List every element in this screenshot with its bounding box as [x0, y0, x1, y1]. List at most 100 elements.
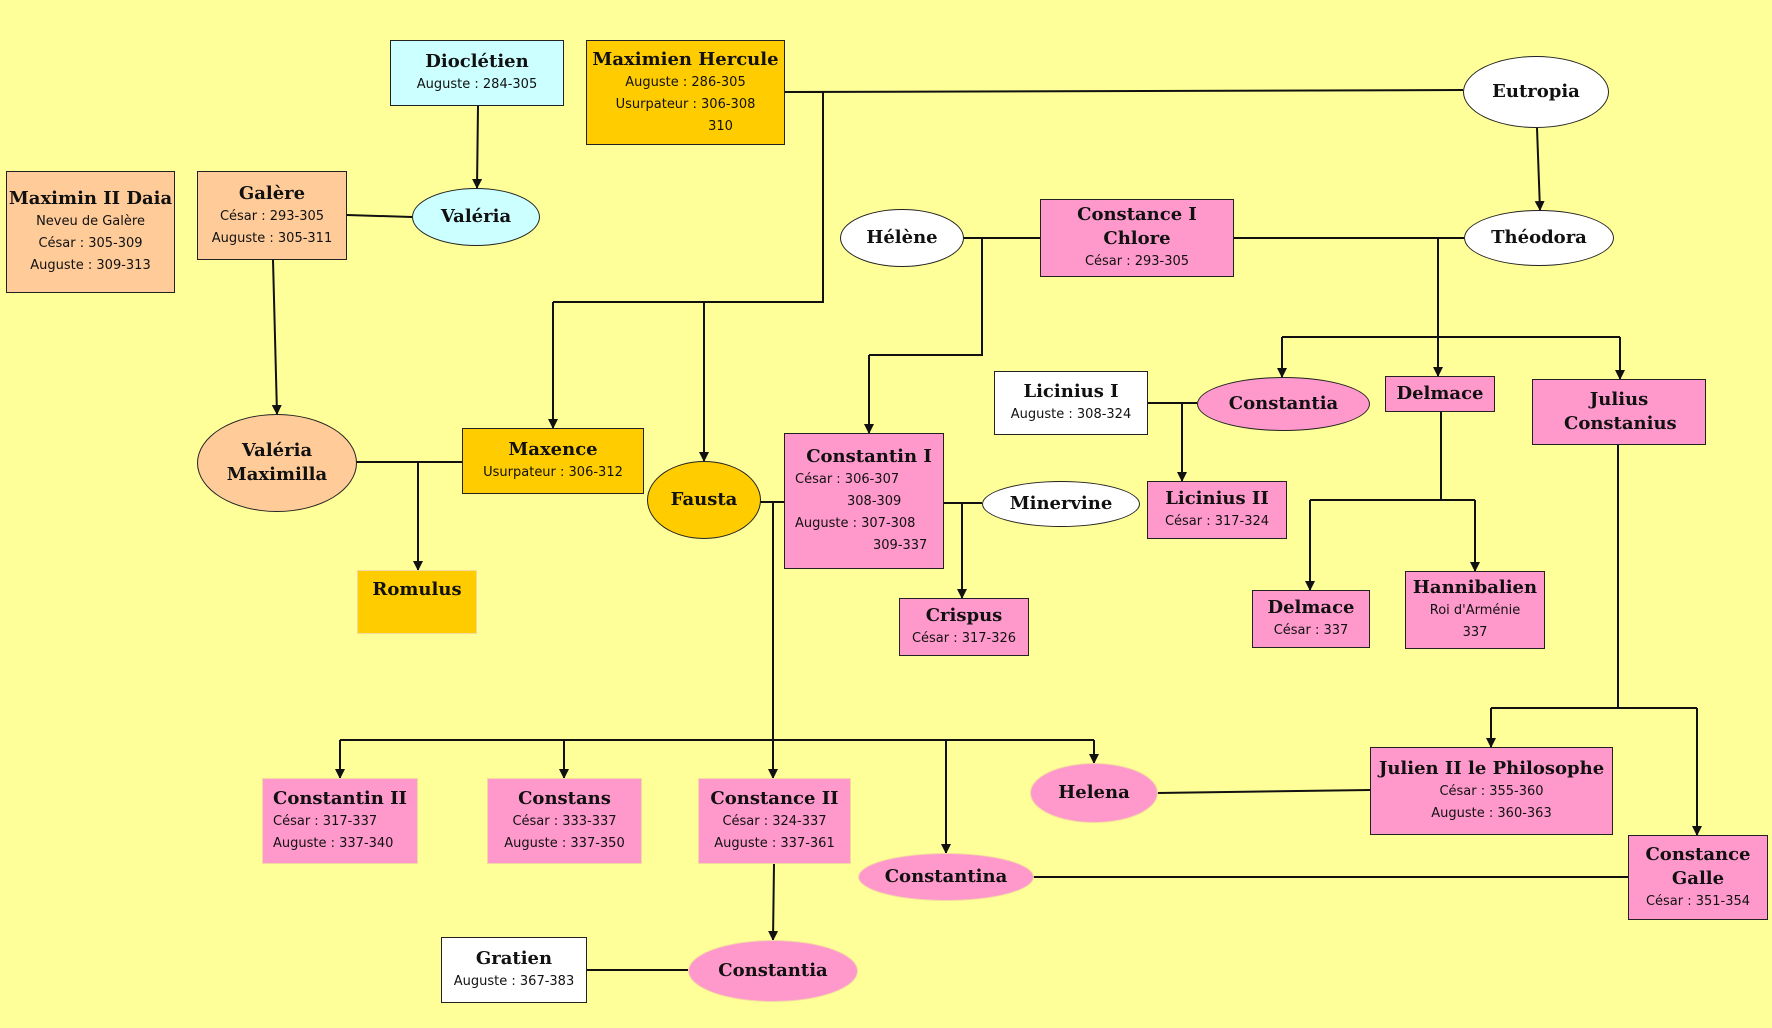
node-name: Minervine [1009, 493, 1113, 514]
node-constance-ii: Constance II César : 324-337 Auguste : 3… [698, 778, 851, 864]
node-line: Auguste : 307-308 [795, 516, 916, 531]
node-name: Eutropia [1492, 81, 1580, 102]
node-name: Constance II [710, 788, 839, 809]
node-name: Valéria Maximilla [226, 440, 328, 485]
node-name: Maximin II Daia [8, 188, 173, 209]
node-helena: Helena [1030, 763, 1158, 823]
node-line: Roi d'Arménie [1429, 603, 1521, 618]
node-galere: Galère César : 293-305 Auguste : 305-311 [197, 171, 347, 260]
node-delmace: Delmace [1385, 376, 1495, 412]
node-line: Neveu de Galère [36, 214, 145, 229]
node-hannibalien: Hannibalien Roi d'Arménie 337 [1405, 571, 1545, 649]
node-name: Julien II le Philosophe [1378, 758, 1605, 779]
node-name: Constantia [718, 960, 828, 981]
node-name: Constantin I [806, 446, 932, 467]
node-line: Auguste : 337-361 [714, 836, 835, 851]
node-line: César : 333-337 [512, 814, 617, 829]
node-name: Romulus [372, 579, 462, 600]
node-name: Constance Galle [1645, 843, 1751, 889]
node-line: Auguste : 309-313 [30, 258, 151, 273]
node-name: Hélène [866, 227, 938, 248]
node-name: Julius Constanius [1564, 389, 1677, 434]
node-constantia: Constantia [1197, 377, 1370, 431]
node-name: Théodora [1491, 227, 1587, 248]
node-theodora: Théodora [1464, 210, 1614, 266]
node-line: César : 351-354 [1645, 893, 1751, 909]
node-line: César : 324-337 [722, 814, 827, 829]
node-constantina: Constantina [858, 853, 1034, 901]
node-diocletien: Dioclétien Auguste : 284-305 [390, 40, 564, 106]
descent-constance2-constantia2 [768, 863, 779, 941]
node-maxence: Maxence Usurpateur : 306-312 [462, 428, 644, 494]
node-line: Auguste : 337-340 [273, 836, 394, 851]
node-name: Maxence [508, 439, 598, 460]
node-line: Auguste : 305-311 [211, 230, 333, 246]
node-constantia-daughter: Constantia [688, 940, 858, 1002]
node-name: Constantin II [273, 788, 407, 809]
node-line: César : 337 [1273, 623, 1349, 638]
node-julius-constanius: Julius Constanius [1532, 379, 1706, 445]
node-name: Galère [238, 182, 306, 204]
node-valeria: Valéria [412, 188, 540, 246]
node-line: 308-309 [847, 494, 902, 509]
node-name: Crispus [925, 605, 1003, 626]
node-name: Licinius I [1023, 381, 1119, 402]
node-name: Fausta [670, 489, 738, 510]
node-helene: Hélène [840, 209, 964, 267]
node-eutropia: Eutropia [1463, 56, 1609, 128]
node-licinius-ii: Licinius II César : 317-324 [1147, 481, 1287, 539]
node-constantin-ii: Constantin II César : 317-337 Auguste : … [262, 778, 418, 864]
node-line: Auguste : 360-363 [1431, 806, 1552, 821]
node-name: Constans [518, 788, 611, 809]
descent-line-julius-trunk [1491, 445, 1697, 709]
node-line: 309-337 [873, 538, 928, 553]
node-line: César : 293-305 [219, 208, 325, 224]
node-constance-galle: Constance Galle César : 351-354 [1628, 835, 1768, 920]
marriage-helena-julien [1156, 789, 1371, 794]
node-delmace-cesar: Delmace César : 337 [1252, 590, 1370, 648]
marriage-galere-valeria [346, 214, 413, 218]
node-romulus: Romulus [357, 570, 477, 634]
node-name: Delmace [1267, 597, 1355, 618]
node-constance-i-chlore: Constance I Chlore César : 293-305 [1040, 199, 1234, 277]
node-line: Auguste : 308-324 [1010, 407, 1132, 422]
node-line: Auguste : 367-383 [453, 974, 575, 989]
node-line: César : 317-324 [1164, 514, 1270, 529]
node-line: César : 317-326 [911, 631, 1017, 646]
node-name: Delmace [1396, 383, 1484, 404]
node-name: Valéria [440, 206, 512, 227]
descent-diocletien-valeria [472, 105, 483, 189]
node-line: Auguste : 337-350 [504, 836, 625, 851]
node-line: César : 293-305 [1084, 254, 1190, 269]
node-name: Dioclétien [425, 51, 529, 72]
descent-line-delmace-children-bar [1310, 412, 1475, 501]
node-name: Constantia [1228, 393, 1339, 414]
node-line: Usurpateur : 306-308 [615, 96, 756, 112]
node-constans: Constans César : 333-337 Auguste : 337-3… [487, 778, 642, 864]
marriage-maximien-eutropia [784, 89, 1464, 93]
descent-galere-valeriamax [271, 259, 282, 415]
node-name: Constantina [884, 866, 1008, 887]
node-gratien: Gratien Auguste : 367-383 [441, 937, 587, 1003]
node-valeria-maximilla: Valéria Maximilla [197, 414, 357, 512]
node-line: Auguste : 284-305 [416, 77, 538, 92]
node-line: César : 305-309 [38, 236, 143, 251]
node-maximien-hercule: Maximien Hercule Auguste : 286-305 Usurp… [586, 40, 785, 145]
node-name: Licinius II [1165, 488, 1269, 509]
node-line: Usurpateur : 306-312 [483, 465, 623, 480]
node-line: 337 [1462, 625, 1488, 640]
node-line: César : 355-360 [1439, 784, 1544, 799]
node-crispus: Crispus César : 317-326 [899, 598, 1029, 656]
node-licinius-i: Licinius I Auguste : 308-324 [994, 371, 1148, 435]
node-maximin-ii-daia: Maximin II Daia Neveu de Galère César : … [6, 171, 175, 293]
descent-line-helene-branch [869, 238, 983, 356]
node-line: Auguste : 286-305 [625, 74, 746, 90]
node-line: 310 [708, 118, 733, 134]
node-constantin-i: Constantin I César : 306-307 308-309 Aug… [784, 433, 944, 569]
node-name: Gratien [475, 948, 553, 969]
node-name: Helena [1058, 782, 1130, 803]
node-line: César : 306-307 [795, 472, 900, 487]
node-fausta: Fausta [647, 461, 761, 539]
descent-eutropia-theodora [1534, 127, 1545, 211]
